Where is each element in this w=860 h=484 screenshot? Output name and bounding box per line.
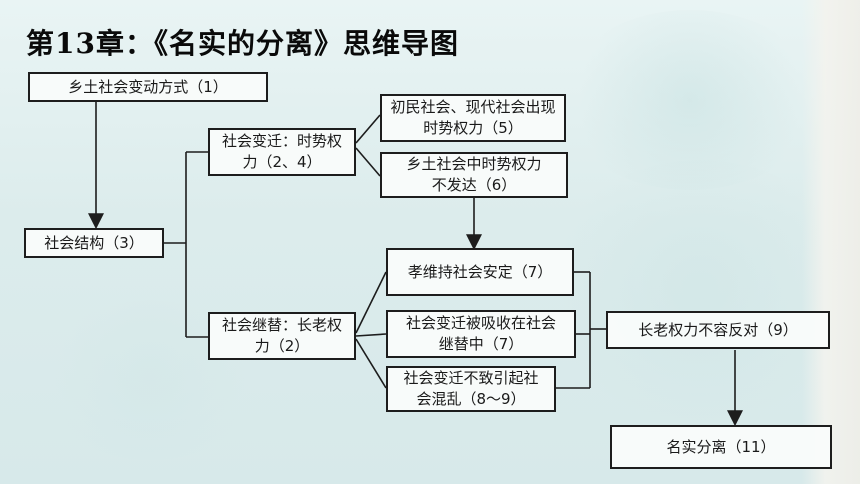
node-succession-power: 社会继替：长老权力（2） — [208, 312, 356, 360]
node-label: 社会变迁不致引起社会混乱（8～9） — [403, 369, 539, 408]
node-social-structure: 社会结构（3） — [24, 228, 164, 258]
node-no-chaos: 社会变迁不致引起社会混乱（8～9） — [386, 366, 556, 412]
node-label: 名实分离（11） — [666, 437, 776, 456]
node-label: 初民社会、现代社会出现时势权力（5） — [390, 98, 556, 137]
connector-line — [355, 271, 387, 334]
node-label: 乡土社会变动方式（1） — [68, 77, 228, 96]
background-decoration — [560, 10, 820, 190]
node-separation: 名实分离（11） — [610, 425, 832, 469]
connector-line — [355, 333, 387, 337]
node-label: 社会继替：长老权力（2） — [221, 316, 342, 355]
node-mode-of-change: 乡土社会变动方式（1） — [28, 72, 268, 102]
node-rural-underdeveloped: 乡土社会中时势权力不发达（6） — [380, 152, 568, 198]
connector-line — [355, 114, 381, 144]
node-early-modern: 初民社会、现代社会出现时势权力（5） — [380, 94, 566, 142]
connector-line — [355, 338, 387, 389]
node-label: 孝维持社会安定（7） — [407, 262, 553, 281]
node-label: 长老权力不容反对（9） — [638, 320, 798, 339]
node-label: 社会结构（3） — [44, 233, 144, 252]
node-label: 乡土社会中时势权力不发达（6） — [406, 155, 542, 194]
node-absorbed: 社会变迁被吸收在社会继替中（7） — [386, 310, 576, 358]
node-label: 社会变迁：时势权力（2、4） — [221, 132, 342, 171]
node-filial-piety: 孝维持社会安定（7） — [386, 248, 574, 296]
node-change-power: 社会变迁：时势权力（2、4） — [208, 128, 356, 176]
background-edge — [802, 0, 860, 484]
page-title: 第13章：《名实的分离》思维导图 — [26, 27, 459, 60]
node-elder-unopposed: 长老权力不容反对（9） — [606, 311, 830, 349]
node-label: 社会变迁被吸收在社会继替中（7） — [405, 314, 556, 353]
connector-line — [355, 147, 381, 177]
